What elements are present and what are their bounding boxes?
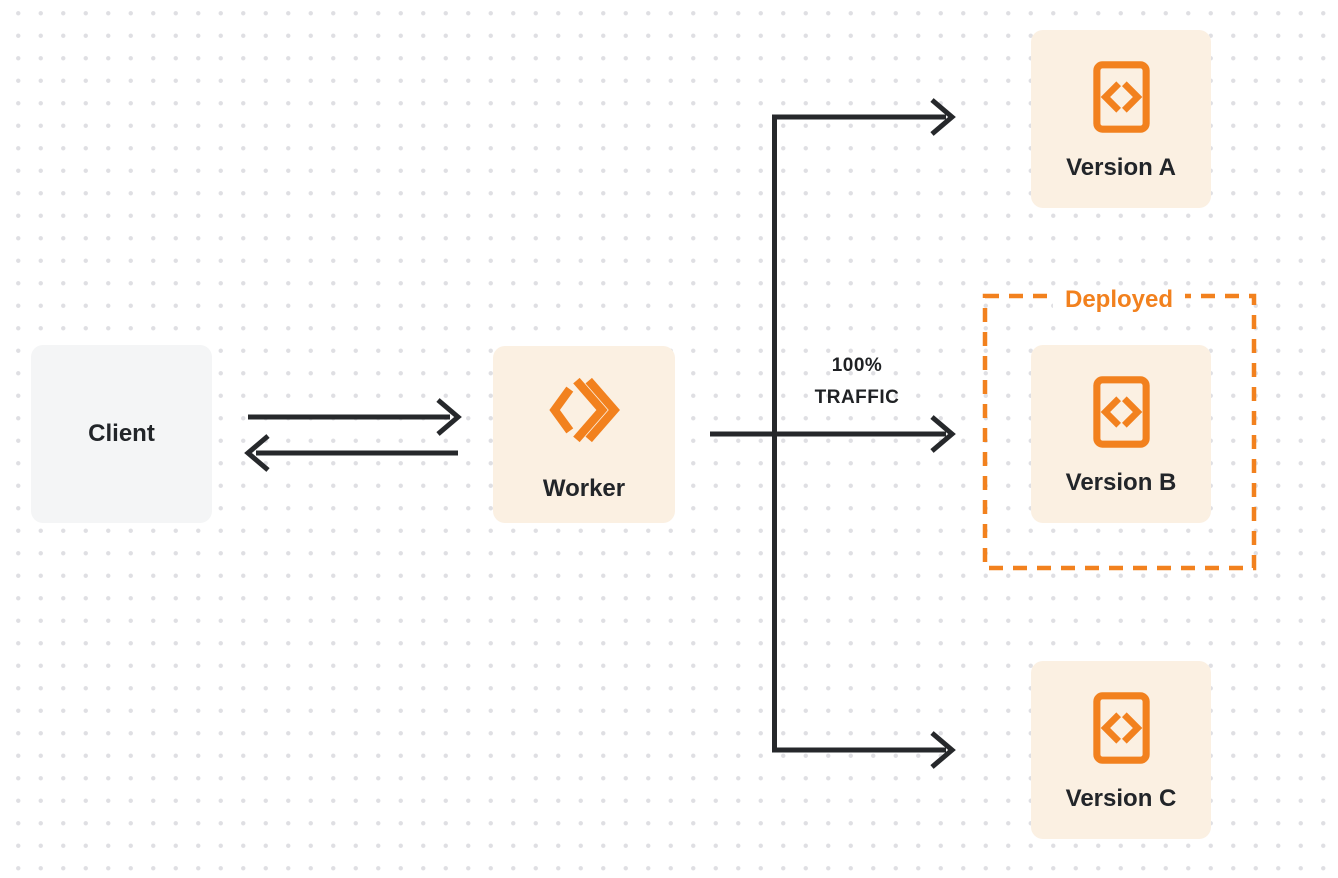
version-a-node-label: Version A: [1066, 154, 1176, 181]
traffic-percentage-label: 100%: [831, 355, 883, 376]
version-a-arrowhead-icon: [930, 98, 956, 136]
code-document-icon: [1092, 376, 1150, 453]
traffic-word-label: TRAFFIC: [814, 387, 900, 408]
version-b-node-label: Version B: [1065, 469, 1177, 496]
worker-node: Worker: [493, 346, 675, 523]
code-document-icon: [1092, 692, 1150, 769]
version-b-arrowhead-icon: [930, 415, 956, 453]
deployed-status-label: Deployed: [1052, 287, 1186, 313]
version-c-node: Version C: [1031, 661, 1211, 839]
worker-to-client-arrowhead-icon: [244, 434, 270, 472]
version-c-arrowhead-icon: [930, 731, 956, 769]
deployed-dashed-outline: [982, 293, 1257, 571]
client-node: Client: [31, 345, 212, 523]
worker-node-label: Worker: [542, 475, 626, 502]
client-node-label: Client: [88, 420, 155, 447]
traffic-annotation: 100% TRAFFIC: [815, 350, 900, 414]
version-a-node: Version A: [1031, 30, 1211, 208]
version-b-node: Version B: [1031, 345, 1211, 523]
version-c-node-label: Version C: [1065, 785, 1177, 812]
cloudflare-workers-logo-icon: [548, 374, 620, 451]
client-to-worker-arrowhead-icon: [436, 398, 462, 436]
code-document-icon: [1092, 61, 1150, 138]
